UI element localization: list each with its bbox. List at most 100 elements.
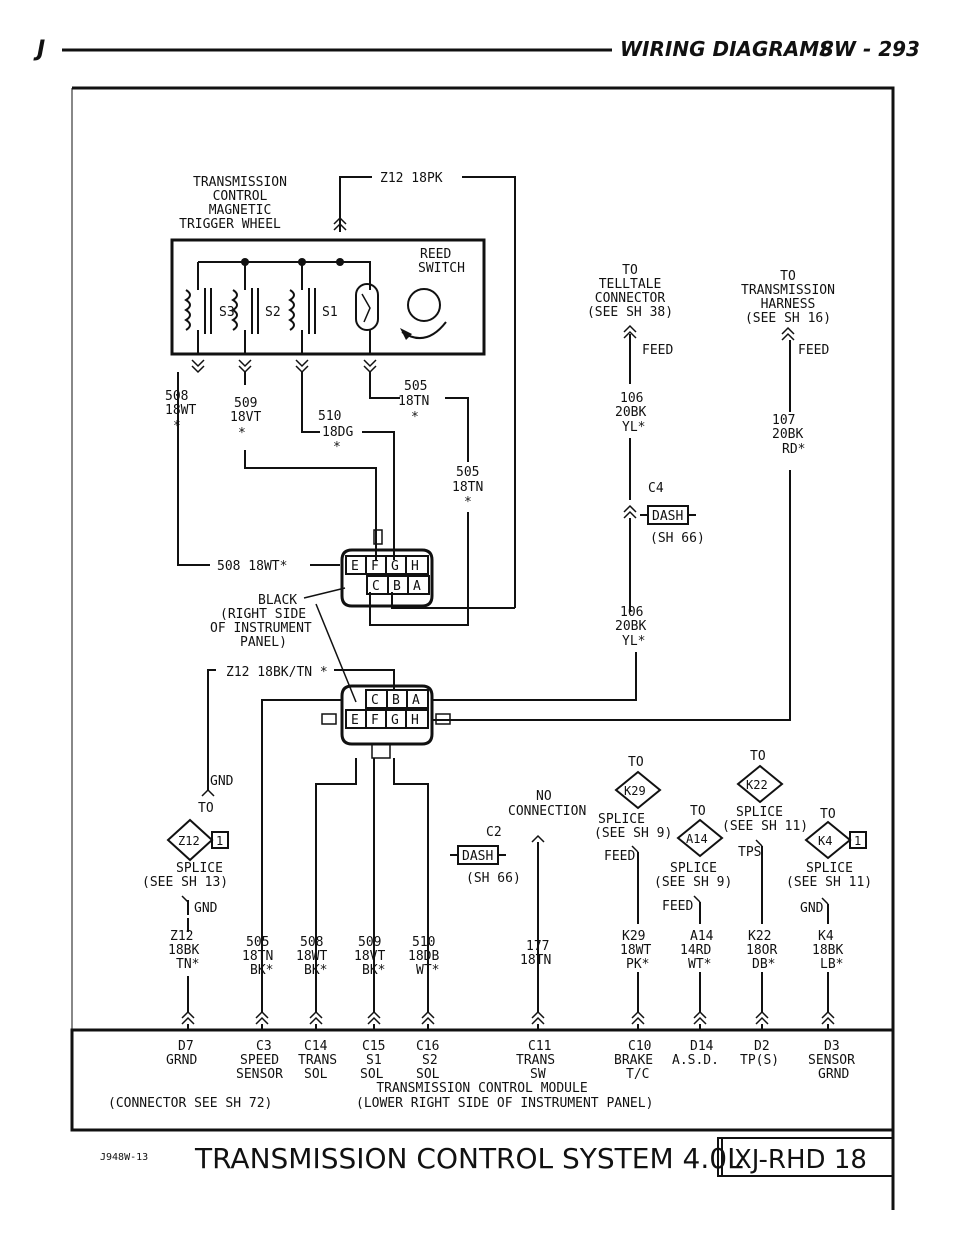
svg-text:K4: K4 bbox=[818, 929, 834, 944]
svg-text:20BK: 20BK bbox=[615, 619, 646, 634]
svg-text:14RD: 14RD bbox=[680, 943, 711, 958]
svg-text:(SEE SH 13): (SEE SH 13) bbox=[142, 875, 228, 890]
svg-text:106: 106 bbox=[620, 391, 643, 406]
svg-text:T/C: T/C bbox=[626, 1067, 649, 1082]
svg-text:SENSOR: SENSOR bbox=[808, 1053, 855, 1068]
module-connector-note: (CONNECTOR SEE SH 72) bbox=[108, 1096, 272, 1111]
svg-text:DB*: DB* bbox=[752, 957, 775, 972]
splice-k4-label: SPLICE (SEE SH 11) bbox=[786, 861, 872, 890]
svg-text:GRND: GRND bbox=[166, 1053, 197, 1068]
svg-text:505: 505 bbox=[404, 379, 427, 394]
switch-s1: S1 bbox=[322, 305, 338, 320]
svg-text:YL*: YL* bbox=[622, 634, 645, 649]
splice-k22-label: SPLICE (SEE SH 11) bbox=[722, 805, 808, 834]
svg-text:509: 509 bbox=[358, 935, 381, 950]
svg-text:CONNECTION: CONNECTION bbox=[508, 804, 586, 819]
svg-text:C16: C16 bbox=[416, 1039, 439, 1054]
svg-text:CONNECTOR: CONNECTOR bbox=[595, 291, 666, 306]
svg-text:B: B bbox=[392, 693, 400, 708]
svg-text:CONTROL: CONTROL bbox=[213, 189, 268, 204]
module-location: (LOWER RIGHT SIDE OF INSTRUMENT PANEL) bbox=[356, 1096, 653, 1111]
svg-text:BK*: BK* bbox=[304, 963, 327, 978]
svg-text:(RIGHT SIDE: (RIGHT SIDE bbox=[220, 607, 306, 622]
splice-a14-label: SPLICE (SEE SH 9) bbox=[654, 861, 732, 890]
tps-label: TPS bbox=[738, 845, 761, 860]
transmission-control-module bbox=[70, 1028, 895, 1132]
svg-text:508: 508 bbox=[300, 935, 323, 950]
svg-text:WT*: WT* bbox=[688, 957, 711, 972]
header-title: WIRING DIAGRAMS bbox=[620, 37, 834, 61]
svg-text:D3: D3 bbox=[824, 1039, 840, 1054]
svg-text:(SEE SH 16): (SEE SH 16) bbox=[745, 311, 831, 326]
wire-z12-18pk: Z12 18PK bbox=[380, 171, 443, 186]
svg-text:S2: S2 bbox=[422, 1053, 438, 1068]
transmission-harness-feed-label: FEED bbox=[798, 343, 829, 358]
svg-text:18TN: 18TN bbox=[520, 953, 551, 968]
svg-text:C14: C14 bbox=[304, 1039, 328, 1054]
gnd-label-k4: GND bbox=[800, 901, 824, 916]
svg-text:K29: K29 bbox=[624, 784, 646, 798]
svg-text:C: C bbox=[371, 693, 379, 708]
svg-text:F: F bbox=[371, 713, 379, 728]
svg-text:MAGNETIC: MAGNETIC bbox=[209, 203, 272, 218]
svg-text:BLACK: BLACK bbox=[258, 593, 297, 608]
svg-text:K22: K22 bbox=[748, 929, 771, 944]
svg-text:E: E bbox=[351, 713, 359, 728]
svg-text:SPLICE: SPLICE bbox=[670, 861, 717, 876]
feed-label-k29: FEED bbox=[604, 849, 635, 864]
svg-text:TRANS: TRANS bbox=[516, 1053, 555, 1068]
magnetic-wheel-icon bbox=[407, 288, 441, 322]
svg-text:TO: TO bbox=[780, 269, 796, 284]
trigger-wheel-box bbox=[170, 238, 486, 356]
svg-text:BK*: BK* bbox=[362, 963, 385, 978]
svg-text:SENSOR: SENSOR bbox=[236, 1067, 283, 1082]
svg-text:(SEE SH 11): (SEE SH 11) bbox=[786, 875, 872, 890]
splice-k22-diamond: K22 bbox=[736, 764, 784, 804]
svg-text:(SEE SH 38): (SEE SH 38) bbox=[587, 305, 673, 320]
switch-s2: S2 bbox=[265, 305, 281, 320]
svg-text:SOL: SOL bbox=[360, 1067, 384, 1082]
trigger-wheel-label: TRANSMISSION CONTROL MAGNETIC TRIGGER WH… bbox=[179, 175, 287, 232]
wire-505-18tn-label-lower: 505 18TN * bbox=[452, 465, 483, 510]
svg-text:18VT: 18VT bbox=[354, 949, 385, 964]
splice-a14-diamond: A14 bbox=[676, 818, 724, 858]
telltale-connector-label: TO TELLTALE CONNECTOR (SEE SH 38) bbox=[587, 263, 673, 320]
svg-text:(SEE SH 9): (SEE SH 9) bbox=[654, 875, 732, 890]
wire-505-18tn-label-upper: 505 18TN * bbox=[398, 379, 429, 425]
svg-text:20BK: 20BK bbox=[615, 405, 646, 420]
svg-text:OF INSTRUMENT: OF INSTRUMENT bbox=[210, 621, 312, 636]
svg-text:YL*: YL* bbox=[622, 420, 645, 435]
svg-text:SPEED: SPEED bbox=[240, 1053, 279, 1068]
svg-text:LB*: LB* bbox=[820, 957, 843, 972]
svg-text:18DG: 18DG bbox=[322, 425, 353, 440]
svg-text:WT*: WT* bbox=[416, 963, 439, 978]
svg-text:(SEE SH 9): (SEE SH 9) bbox=[594, 826, 672, 841]
svg-text:*: * bbox=[411, 410, 419, 425]
splice-k29-diamond: K29 bbox=[614, 770, 662, 810]
svg-text:TP(S): TP(S) bbox=[740, 1053, 779, 1068]
footer-title: TRANSMISSION CONTROL SYSTEM 4.0L bbox=[194, 1142, 743, 1175]
wire-510-18dg-label: 510 18DG * bbox=[318, 409, 353, 455]
svg-text:C11: C11 bbox=[528, 1039, 551, 1054]
svg-text:*: * bbox=[173, 419, 181, 434]
reed-switch-label: REED bbox=[420, 247, 451, 262]
splice-k29-label: SPLICE (SEE SH 9) bbox=[594, 812, 672, 841]
gnd-label-lower: GND bbox=[194, 901, 218, 916]
svg-text:F: F bbox=[371, 559, 379, 574]
svg-text:BRAKE: BRAKE bbox=[614, 1053, 653, 1068]
svg-text:*: * bbox=[464, 495, 472, 510]
dash-label-c2: DASH bbox=[462, 849, 493, 864]
splice-k4-diamond: K4 1 bbox=[804, 820, 867, 860]
